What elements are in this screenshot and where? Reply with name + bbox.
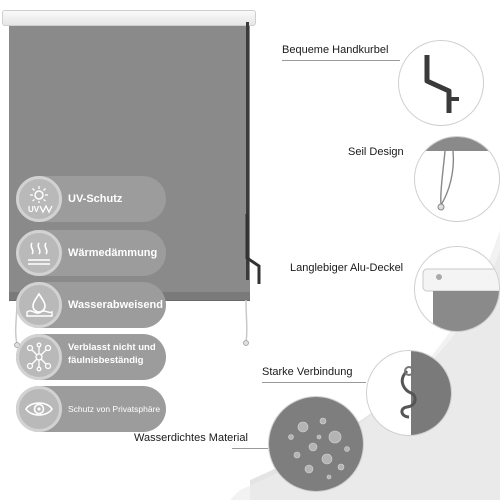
crank-rod [246, 22, 249, 280]
svg-text:UV: UV [28, 205, 40, 214]
water-droplets-icon [269, 397, 363, 491]
feature-heat-insulation: Wärmedämmung [16, 230, 166, 276]
crank-handle-icon [245, 214, 261, 284]
callout-material-label: Wasserdichtes Material [134, 432, 248, 444]
callout-connection-line [262, 382, 366, 383]
callout-crank-line [282, 60, 400, 61]
eye-icon [16, 386, 62, 432]
callout-material-line [232, 448, 268, 449]
feature-privacy-protection: Schutz von Privatsphäre [16, 386, 166, 432]
feature-label: Schutz von Privatsphäre [68, 404, 161, 414]
water-drop-icon [16, 282, 62, 328]
pull-cord-right-icon [243, 300, 249, 346]
callout-connection-circle [366, 350, 452, 436]
callout-rope-label: Seil Design [348, 146, 404, 158]
feature-label: UV-Schutz [68, 193, 123, 205]
cover-detail-icon [422, 268, 499, 331]
feature-water-repellent: Wasserabweisend [16, 282, 166, 328]
callout-cover-label: Langlebiger Alu-Deckel [290, 262, 404, 274]
rope-detail-icon [415, 137, 499, 211]
feature-label-line1: Verblasst nicht und [68, 342, 156, 353]
callout-crank-circle [398, 40, 484, 126]
blind-roller-cassette [2, 10, 256, 26]
feature-label: Wärmedämmung [68, 247, 158, 259]
feature-label: Wasserabweisend [68, 299, 163, 311]
molecule-icon [16, 334, 62, 380]
feature-uv-protection: UV UV-Schutz [16, 176, 166, 222]
feature-fade-rot-resistant: Verblasst nicht und fäulnisbeständig [16, 334, 166, 380]
feature-label-line2: fäulnisbeständig [68, 355, 144, 366]
uv-protection-icon: UV [16, 176, 62, 222]
callout-connection-label: Starke Verbindung [262, 366, 353, 378]
hook-detail-icon [400, 351, 451, 435]
callout-crank-label: Bequeme Handkurbel [282, 44, 389, 56]
callout-material-circle [268, 396, 364, 492]
callout-cover-circle [414, 246, 500, 332]
callout-rope-circle [414, 136, 500, 222]
crank-detail-icon [424, 55, 459, 113]
heat-waves-icon [16, 230, 62, 276]
